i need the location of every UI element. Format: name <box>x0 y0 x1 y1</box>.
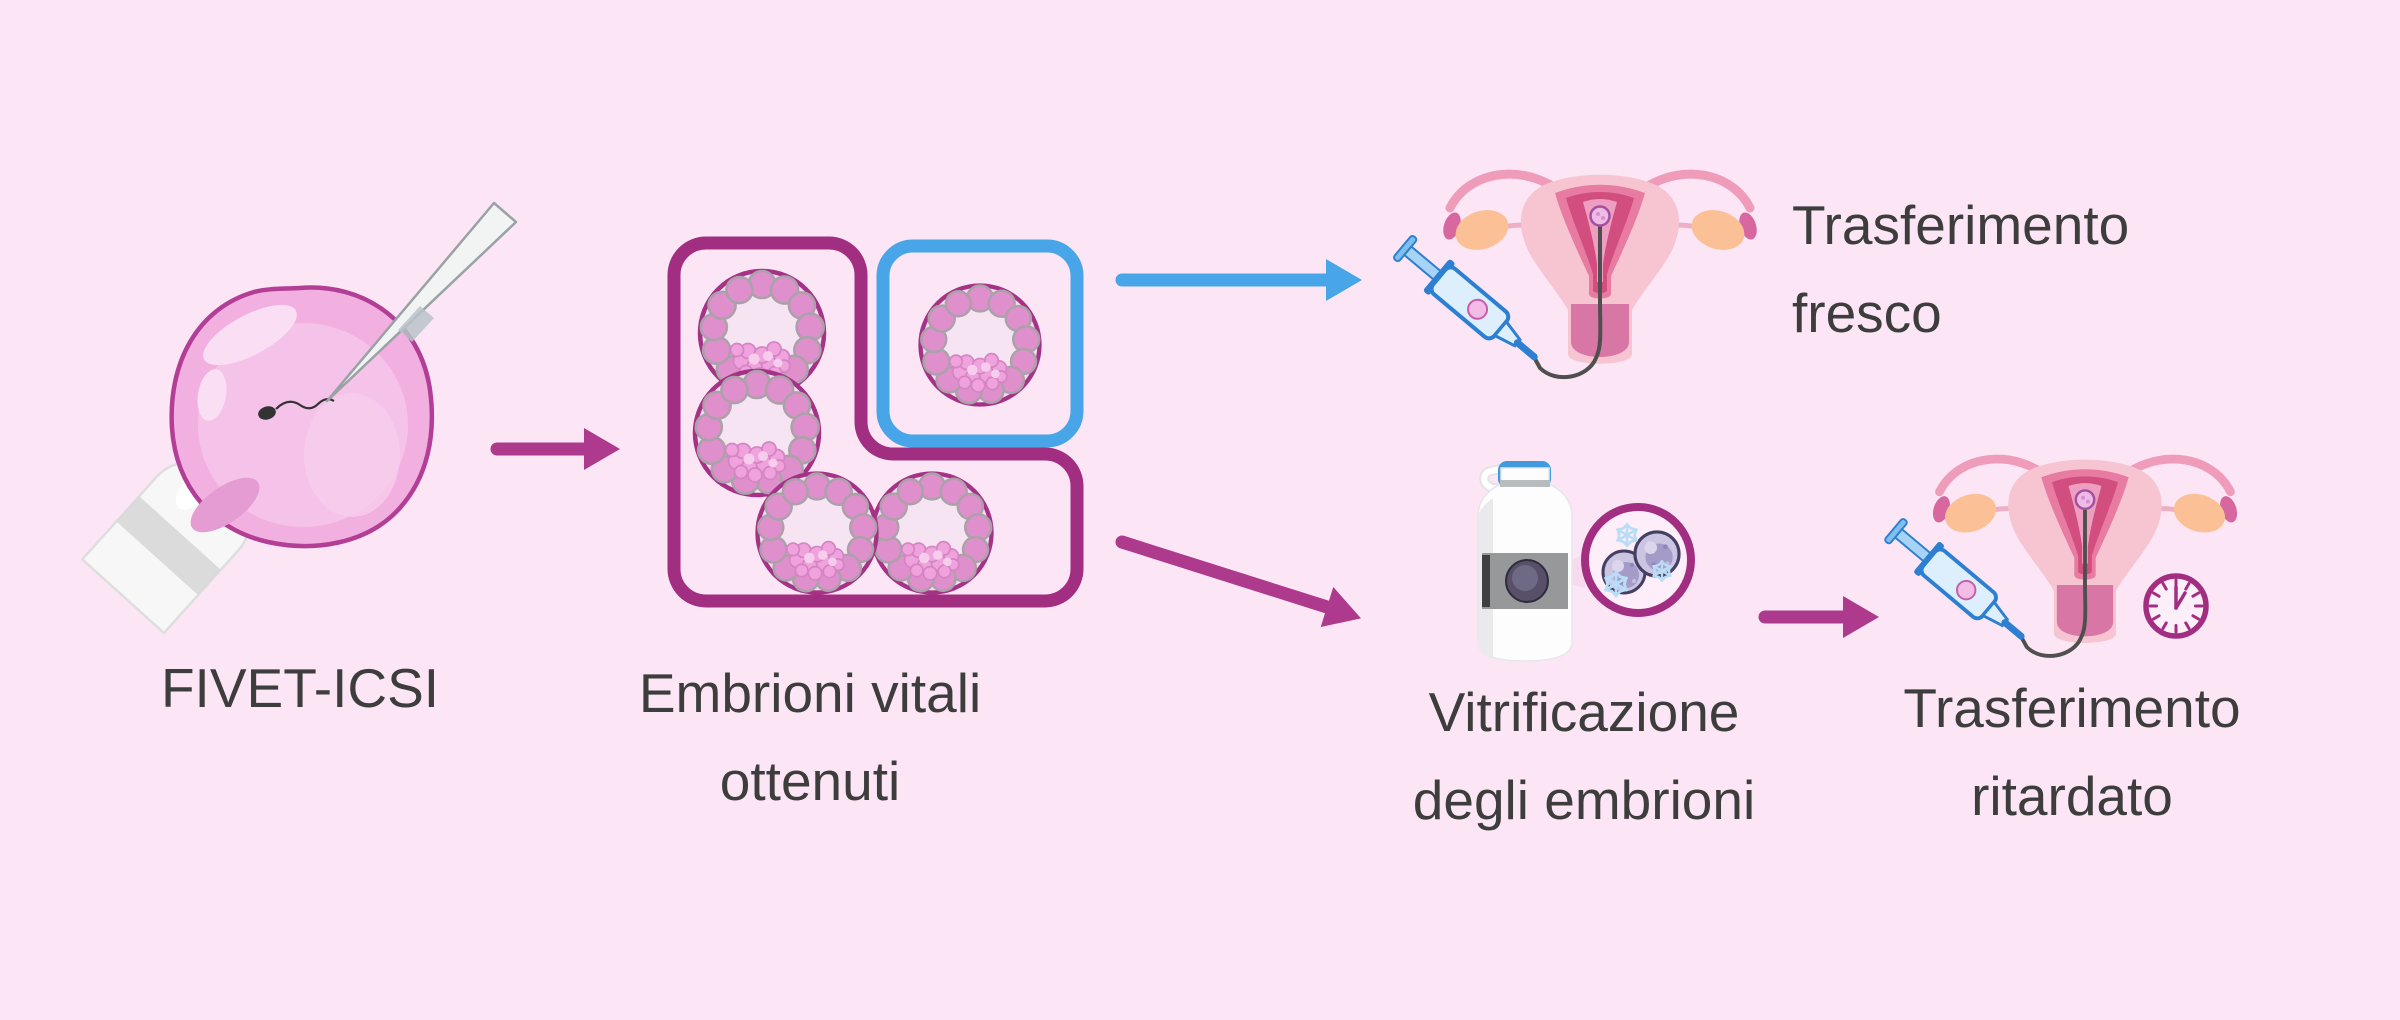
arrow-embryos-to-vitrification <box>1115 535 1361 627</box>
embryo-selection-box-icon <box>667 236 1084 608</box>
label-embryos-line2: ottenuti <box>719 750 901 812</box>
label-delayed-line2: ritardato <box>1971 765 2173 827</box>
injection-needle-icon <box>325 201 518 403</box>
label-vitrification-line2: degli embrioni <box>1412 769 1756 831</box>
blastocyst-icon <box>757 473 878 593</box>
uterus-embryo-transfer-icon-fresh <box>1389 174 1760 377</box>
arrow-fivet-to-embryos <box>490 428 620 470</box>
label-fresh-transfer: Trasferimento fresco <box>1792 181 2129 357</box>
label-vitrification-line1: Vitrificazione <box>1428 681 1740 743</box>
label-fresh-line2: fresco <box>1792 282 1942 344</box>
frozen-embryos-magnifier-icon <box>1581 503 1695 617</box>
clock-icon <box>2143 573 2209 639</box>
label-embryos-line1: Embrioni vitali <box>638 662 982 724</box>
sperm-icon <box>258 397 335 420</box>
label-fresh-line1: Trasferimento <box>1792 194 2130 256</box>
selected-blastocyst-icon <box>920 285 1041 405</box>
label-fivet-icsi: FIVET-ICSI <box>160 657 440 719</box>
viable-embryos-box-outline <box>667 236 1084 608</box>
label-delayed-line1: Trasferimento <box>1903 677 2241 739</box>
arrow-embryos-to-fresh <box>1115 259 1362 301</box>
icsi-injection-icon <box>80 201 518 635</box>
blastocyst-icon <box>872 473 993 593</box>
label-embryos: Embrioni vitali ottenuti <box>639 649 981 825</box>
selected-embryo-box-outline <box>876 239 1084 448</box>
label-vitrification: Vitrificazione degli embrioni <box>1413 668 1755 844</box>
cryo-tank-icon <box>1477 461 1585 662</box>
label-delayed-transfer: Trasferimento ritardato <box>1903 664 2240 840</box>
cryo-tank-magnifier-icon <box>1477 461 1695 662</box>
arrow-vitrification-to-delayed <box>1758 596 1879 638</box>
